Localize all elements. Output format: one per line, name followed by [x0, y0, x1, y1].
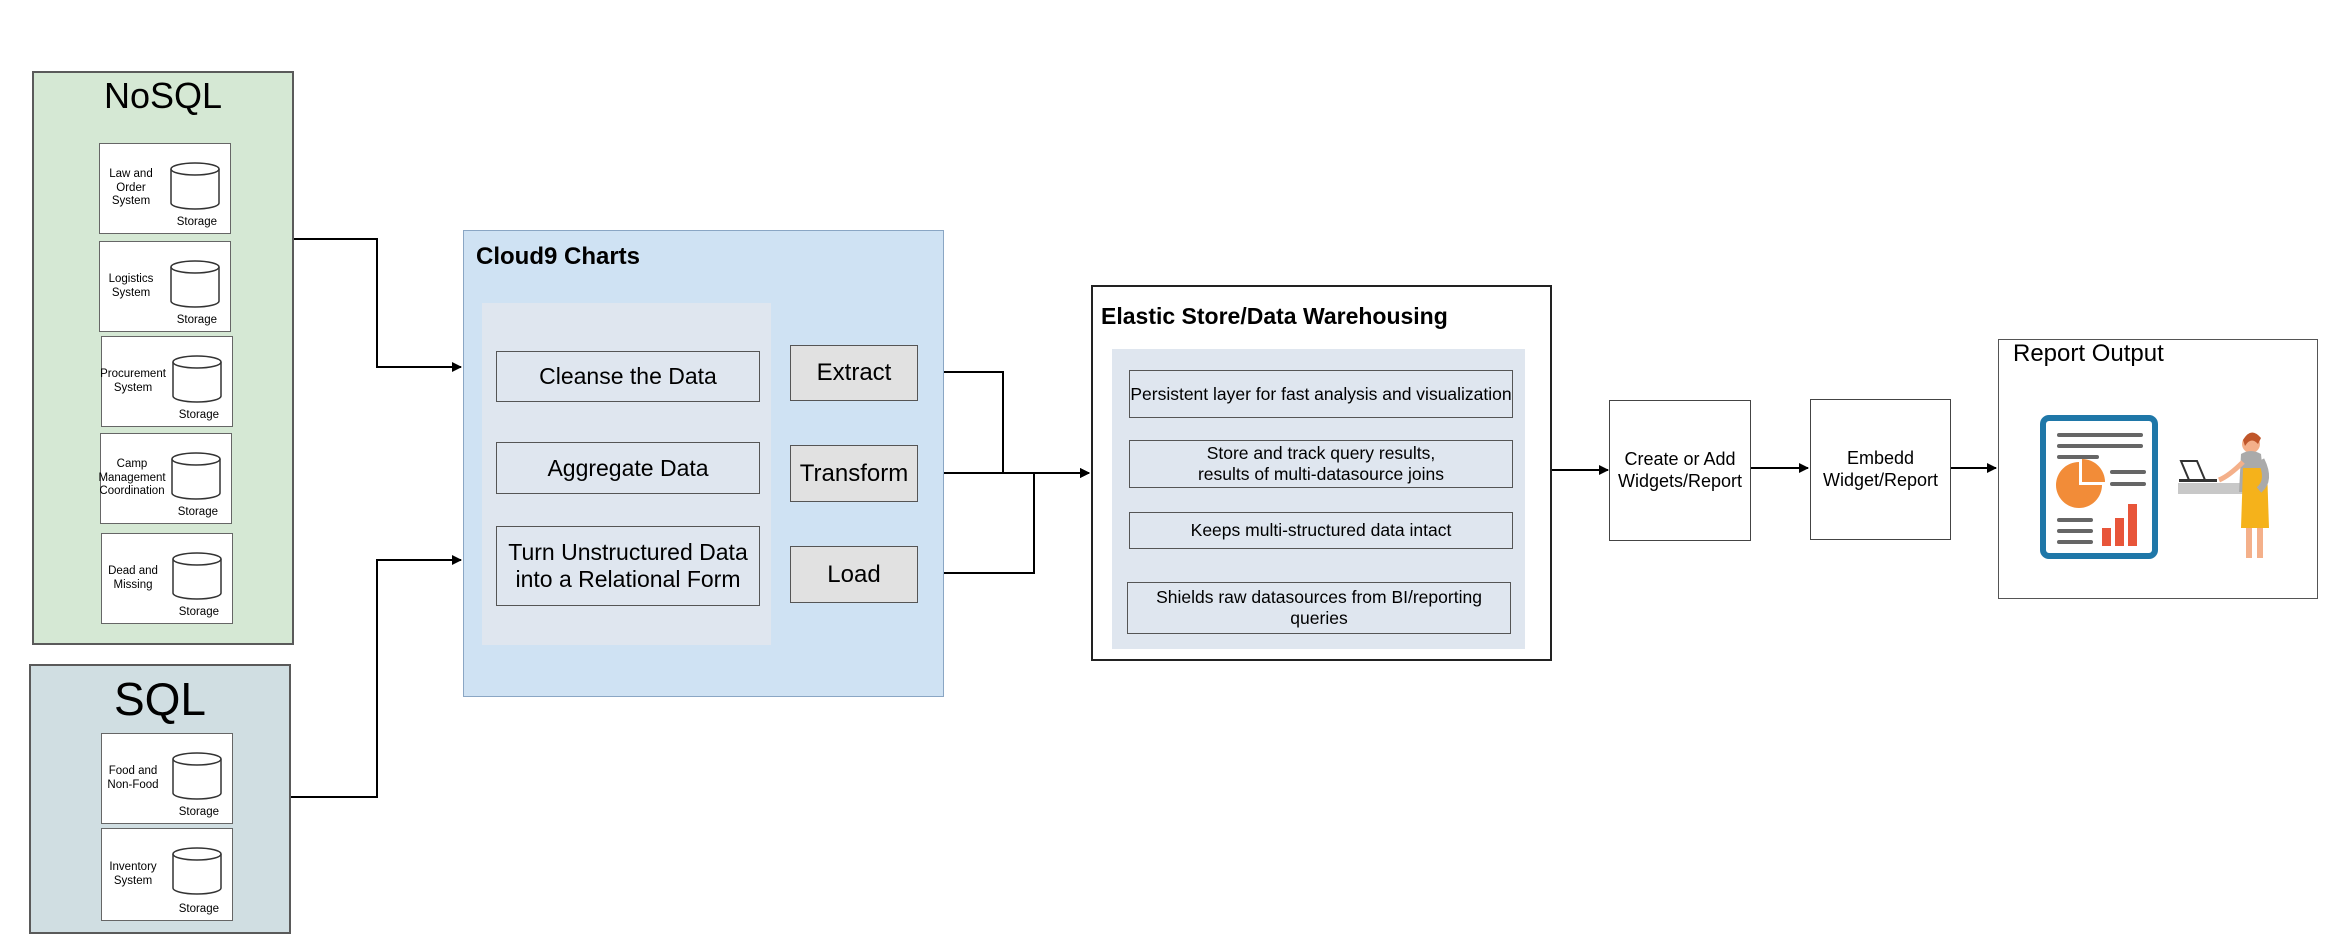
- etl-load: Load: [790, 546, 918, 603]
- elastic-store-panel: Elastic Store/Data Warehousing Persisten…: [1091, 285, 1552, 661]
- etl-transform: Transform: [790, 445, 918, 502]
- etl-extract: Extract: [790, 345, 918, 401]
- storage-cylinder-icon: [170, 162, 220, 210]
- storage-cylinder-icon: [172, 355, 222, 403]
- system-name: Camp Management Coordination: [98, 457, 166, 498]
- elastic-features-panel: Persistent layer for fast analysis and v…: [1112, 349, 1525, 649]
- embed-widget-box: Embedd Widget/Report: [1810, 399, 1951, 540]
- storage-label: Storage: [176, 216, 217, 228]
- sql-title: SQL: [113, 673, 207, 725]
- system-name: Inventory System: [109, 860, 157, 887]
- nosql-title: NoSQL: [103, 75, 223, 116]
- system-name: Food and Non-Food: [107, 764, 159, 791]
- system-name: Logistics System: [108, 272, 154, 299]
- storage-cylinder-icon: [172, 552, 222, 600]
- step-relational: Turn Unstructured Data into a Relational…: [496, 526, 760, 606]
- elastic-title: Elastic Store/Data Warehousing: [1101, 303, 1448, 329]
- cloud9-title: Cloud9 Charts: [476, 243, 641, 270]
- system-name: Law and Order System: [109, 167, 153, 208]
- storage-label: Storage: [178, 606, 219, 618]
- system-name: Procurement System: [100, 367, 166, 394]
- report-illustration: [2040, 415, 2269, 559]
- create-widgets-box: Create or Add Widgets/Report: [1609, 400, 1751, 541]
- storage-label: Storage: [176, 314, 217, 326]
- storage-cylinder-icon: [171, 452, 221, 500]
- storage-label: Storage: [178, 409, 219, 421]
- storage-label: Storage: [178, 903, 219, 915]
- arrow-nosql-to-cloud9: [294, 238, 462, 372]
- feature-multi-structured: Keeps multi-structured data intact: [1129, 512, 1513, 549]
- feature-persistent-layer: Persistent layer for fast analysis and v…: [1129, 370, 1513, 418]
- storage-cylinder-icon: [170, 260, 220, 308]
- cloud9-steps-panel: Cleanse the Data Aggregate Data Turn Uns…: [482, 303, 771, 645]
- step-aggregate: Aggregate Data: [496, 442, 760, 494]
- report-output-title: Report Output: [2013, 340, 2164, 367]
- arrow-sql-to-cloud9: [291, 555, 462, 798]
- storage-cylinder-icon: [172, 752, 222, 800]
- report-document-icon: [2040, 415, 2158, 559]
- report-output-panel: Report Output: [1998, 339, 2318, 599]
- storage-label: Storage: [177, 506, 218, 518]
- feature-query-results: Store and track query results, results o…: [1129, 440, 1513, 488]
- system-name: Dead and Missing: [108, 564, 158, 591]
- step-cleanse: Cleanse the Data: [496, 351, 760, 402]
- person-with-laptop-icon: [2178, 432, 2269, 558]
- storage-label: Storage: [178, 806, 219, 818]
- feature-shields-datasources: Shields raw datasources from BI/reportin…: [1127, 582, 1511, 634]
- storage-cylinder-icon: [172, 847, 222, 895]
